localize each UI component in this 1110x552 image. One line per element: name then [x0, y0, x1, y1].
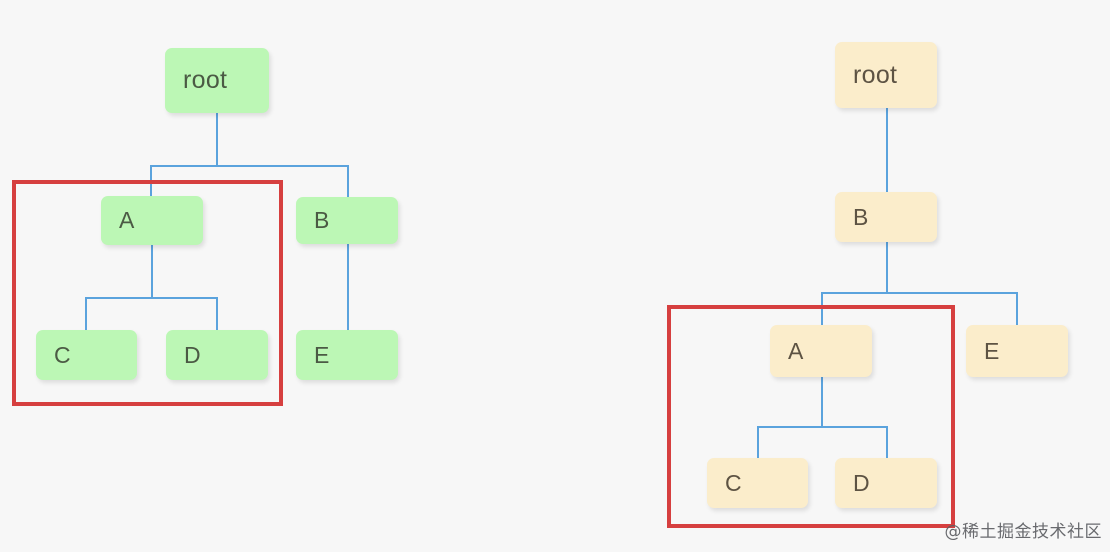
before-highlight-box	[12, 180, 283, 406]
before-node-e-label: E	[314, 341, 330, 368]
after-node-e[interactable]: E	[966, 325, 1068, 377]
edge-b-to-a-right	[821, 292, 823, 327]
edge-a-to-c-right	[757, 426, 759, 459]
after-node-root-label: root	[853, 60, 898, 89]
edge-root-to-b	[347, 165, 349, 198]
before-node-d[interactable]: D	[166, 330, 268, 380]
edge-b-to-e	[347, 244, 349, 331]
edge-a-stem	[151, 245, 153, 299]
edge-a-to-d	[216, 297, 218, 331]
edge-root-stem	[216, 113, 218, 166]
edge-a-stem-right	[821, 377, 823, 427]
before-node-root-label: root	[183, 66, 228, 94]
after-node-root[interactable]: root	[835, 42, 937, 108]
after-node-d[interactable]: D	[835, 458, 937, 508]
after-highlight-box	[667, 305, 955, 528]
after-node-b[interactable]: B	[835, 192, 937, 242]
edge-b-bus-right	[821, 292, 1018, 294]
after-node-c-label: C	[725, 469, 742, 496]
before-node-d-label: D	[184, 341, 201, 368]
edge-root-to-b-right	[886, 108, 888, 193]
before-node-b-label: B	[314, 207, 330, 233]
after-node-c[interactable]: C	[707, 458, 808, 508]
edge-b-to-e-right	[1016, 292, 1018, 326]
before-node-b[interactable]: B	[296, 197, 398, 244]
before-node-c-label: C	[54, 341, 71, 368]
before-node-e[interactable]: E	[296, 330, 398, 380]
after-node-e-label: E	[984, 337, 1000, 364]
before-node-c[interactable]: C	[36, 330, 137, 380]
edge-a-bus-right	[757, 426, 888, 428]
edge-a-to-c	[85, 297, 87, 331]
watermark: @稀土掘金技术社区	[944, 522, 1102, 542]
before-node-a-label: A	[119, 207, 135, 233]
before-node-root[interactable]: root	[165, 48, 269, 113]
after-node-a[interactable]: A	[770, 325, 872, 377]
before-node-a[interactable]: A	[101, 196, 203, 245]
edge-b-stem-right	[886, 242, 888, 293]
edge-root-bus	[150, 165, 349, 167]
after-node-a-label: A	[788, 337, 804, 364]
after-node-b-label: B	[853, 203, 869, 230]
after-node-d-label: D	[853, 469, 870, 496]
edge-a-to-d-right	[886, 426, 888, 459]
edge-a-bus	[85, 297, 218, 299]
